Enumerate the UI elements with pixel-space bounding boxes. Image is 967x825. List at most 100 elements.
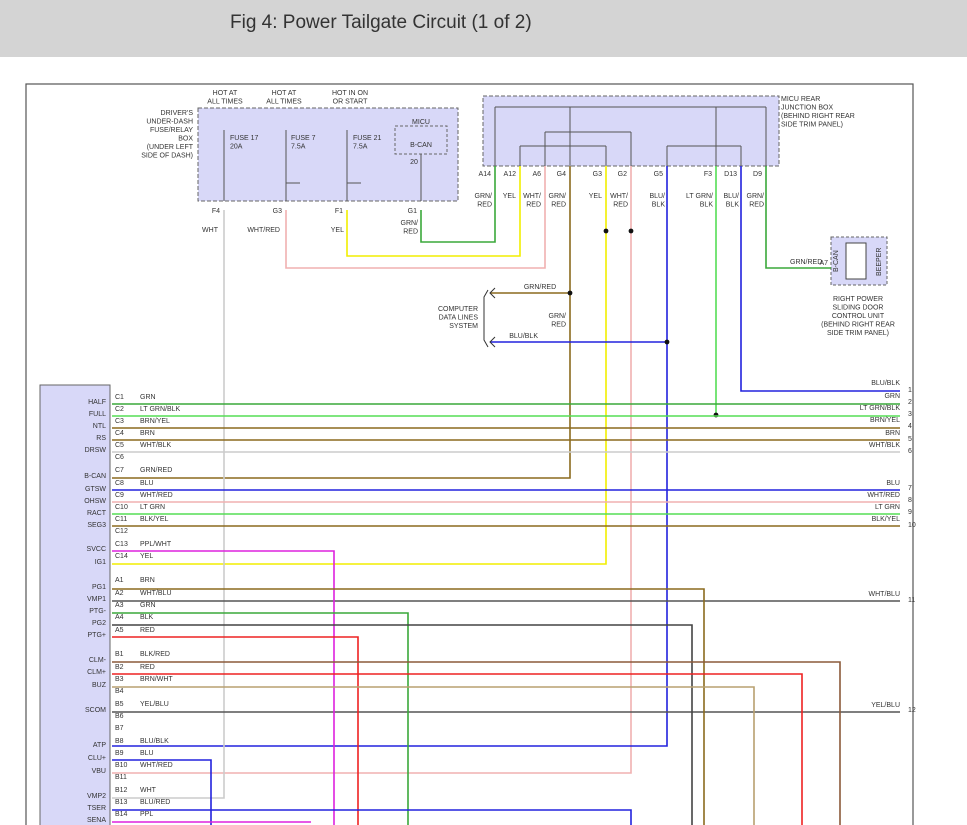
- wire-label: YEL: [140, 553, 153, 560]
- connector-pin: A6: [532, 171, 541, 178]
- fuse-box-label: FUSE/RELAY: [150, 127, 193, 134]
- unit-pin-name: DRSW: [85, 447, 107, 454]
- connector-pin: A2: [115, 590, 124, 597]
- wire-label: WHT/BLK: [869, 442, 900, 449]
- connector-pin: B7: [115, 725, 124, 732]
- wire-label: GRN/: [747, 193, 765, 200]
- unit-pin-name: NTL: [93, 423, 106, 430]
- unit-pin-name: GTSW: [85, 486, 106, 493]
- splice-dot: [567, 290, 573, 296]
- wire-label: GRN/RED: [140, 467, 172, 474]
- harness-connector-number: 10: [908, 522, 916, 529]
- harness-connector-number: 3: [908, 411, 912, 418]
- wire-label: GRN: [140, 394, 156, 401]
- connector-pin: A5: [115, 627, 124, 634]
- unit-pin-name: OHSW: [84, 498, 106, 505]
- wire-label: BRN: [885, 430, 900, 437]
- unit-pin-name: FULL: [89, 411, 106, 418]
- fuse-label: FUSE 17: [230, 135, 259, 142]
- wire-label: RED: [140, 627, 155, 634]
- splice-dot: [603, 228, 609, 234]
- beeper-unit-label: CONTROL UNIT: [832, 313, 885, 320]
- connector-pin: C10: [115, 504, 128, 511]
- connector-pin: B2: [115, 664, 124, 671]
- rear-box-label: (BEHIND RIGHT REAR: [781, 113, 855, 120]
- unit-pin-name: ATP: [93, 742, 106, 749]
- connector-pin: B9: [115, 750, 124, 757]
- wire-wht-red-b10: [112, 166, 632, 774]
- wire-label: RED: [551, 202, 566, 209]
- wire-label: BLU/RED: [140, 799, 170, 806]
- connector-pin: C4: [115, 430, 124, 437]
- harness-connector-number: 12: [908, 707, 916, 714]
- harness-connector-number: 8: [908, 497, 912, 504]
- connector-pin: B10: [115, 762, 128, 769]
- wire-grn-red-micu: [420, 166, 496, 243]
- micu-label: B-CAN: [410, 142, 432, 149]
- wire-label: BRN: [140, 430, 155, 437]
- wire-label: WHT: [202, 227, 219, 234]
- wires: [112, 130, 900, 825]
- wire-blu-b8: [112, 166, 668, 747]
- wire-grn-red-c7: [112, 166, 571, 479]
- hot-label: HOT AT: [272, 90, 297, 97]
- rear-box-label: MICU REAR: [781, 96, 820, 103]
- fuse-label: 20A: [230, 144, 243, 151]
- unit-pin-name: BUZ: [92, 682, 107, 689]
- wire-label: RED: [551, 322, 566, 329]
- wire-label: RED: [613, 202, 628, 209]
- wire-red-a5: [112, 636, 359, 825]
- wire-label: BLK/YEL: [140, 516, 169, 523]
- wire-label: GRN/: [549, 313, 567, 320]
- wire-label: YEL: [503, 193, 516, 200]
- wire-label: BLK: [140, 614, 154, 621]
- wire-grn-red-beeper: [765, 166, 831, 269]
- beeper-unit-label: SIDE TRIM PANEL): [827, 330, 889, 337]
- wire-label: BRN/YEL: [870, 417, 900, 424]
- connector-pin: C12: [115, 528, 128, 535]
- connector-pin: C5: [115, 442, 124, 449]
- connector-pin: B11: [115, 774, 127, 781]
- connector-pin: G3: [593, 171, 602, 178]
- unit-pin-name: VBU: [92, 768, 106, 775]
- unit-pin-name: SENA: [87, 817, 106, 824]
- beeper-unit-label: (BEHIND RIGHT REAR: [821, 322, 895, 329]
- wire-yel-c14: [112, 166, 607, 565]
- connector-pin: A14: [479, 171, 492, 178]
- wire-label: WHT/: [610, 193, 628, 200]
- beeper-unit-label: RIGHT POWER: [833, 296, 883, 303]
- unit-pin-name: PG1: [92, 584, 106, 591]
- wire-label: RED: [526, 202, 541, 209]
- hot-label: ALL TIMES: [207, 99, 243, 106]
- page-header: Fig 4: Power Tailgate Circuit (1 of 2): [0, 0, 967, 57]
- wire-ppl-wht-c13: [112, 550, 335, 825]
- wire-label: RED: [749, 202, 764, 209]
- hot-label: HOT AT: [213, 90, 238, 97]
- arrow: [489, 287, 496, 299]
- unit-pin-name: B-CAN: [84, 473, 106, 480]
- connector-pin: A1: [115, 577, 124, 584]
- connector-pin: G3: [273, 208, 282, 215]
- unit-pin-name: SEG3: [87, 522, 106, 529]
- unit-pin-name: PTG-: [89, 608, 106, 615]
- wire-label: YEL/BLU: [140, 701, 169, 708]
- hot-label: ALL TIMES: [266, 99, 302, 106]
- wire-label: BLK: [700, 202, 714, 209]
- harness-connector-number: 5: [908, 436, 912, 443]
- harness-connector-number: 2: [908, 399, 912, 406]
- wire-label: WHT/BLU: [140, 590, 172, 597]
- connector-pin: A3: [115, 602, 124, 609]
- connector-pin: B6: [115, 713, 124, 720]
- wire-blu-red-b13: [112, 809, 632, 825]
- fuse-box-label: (UNDER LEFT: [147, 144, 194, 151]
- connector-pin: G2: [618, 171, 627, 178]
- wire-label: BLK: [726, 202, 740, 209]
- connector-pin: G4: [557, 171, 566, 178]
- wire-label: BLK: [652, 202, 666, 209]
- connector-pin: C3: [115, 418, 124, 425]
- fuse-label: 7.5A: [291, 144, 306, 151]
- connector-pin: C1: [115, 394, 124, 401]
- fuse-label: FUSE 7: [291, 135, 316, 142]
- wire-label: GRN/RED: [790, 259, 822, 266]
